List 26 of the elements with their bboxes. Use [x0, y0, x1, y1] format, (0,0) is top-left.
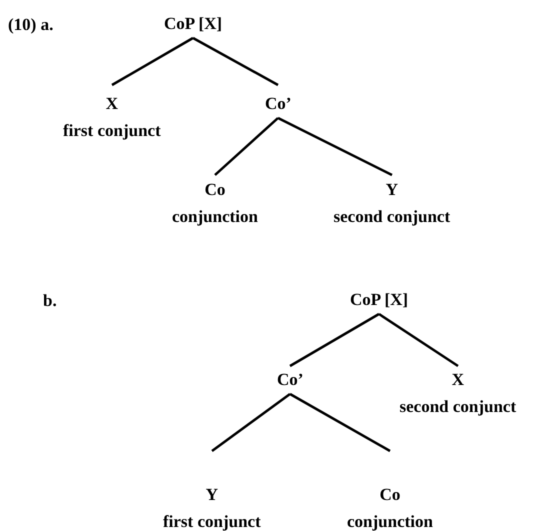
- tree-branch: [211, 392, 291, 452]
- tree-branch: [214, 117, 279, 176]
- tree-node-label: Y: [384, 179, 399, 200]
- tree-branch: [289, 312, 380, 368]
- node-gloss: second conjunct: [400, 396, 516, 417]
- tree-branch: [289, 392, 391, 452]
- tree-node-label: CoP [X]: [164, 13, 222, 34]
- tree-branch: [378, 312, 459, 368]
- tree-node-label: CoP [X]: [350, 289, 408, 310]
- tree-branch: [111, 36, 194, 86]
- example-number: (10) a.: [8, 14, 54, 35]
- tree-branch: [277, 116, 393, 176]
- tree-node-label: X: [104, 93, 119, 114]
- node-gloss: first conjunct: [63, 120, 161, 141]
- tree-node-label: X: [450, 369, 465, 390]
- tree-branch: [192, 36, 279, 86]
- node-gloss: second conjunct: [334, 206, 450, 227]
- node-gloss: conjunction: [172, 206, 258, 227]
- tree-node-label: Co’: [265, 93, 292, 114]
- node-gloss: conjunction: [347, 511, 433, 531]
- node-gloss: first conjunct: [163, 511, 261, 531]
- example-number: b.: [43, 290, 57, 311]
- tree-node-label: Co: [204, 179, 226, 200]
- tree-node-label: Y: [204, 484, 219, 505]
- tree-node-label: Co’: [277, 369, 304, 390]
- tree-node-label: Co: [378, 484, 402, 505]
